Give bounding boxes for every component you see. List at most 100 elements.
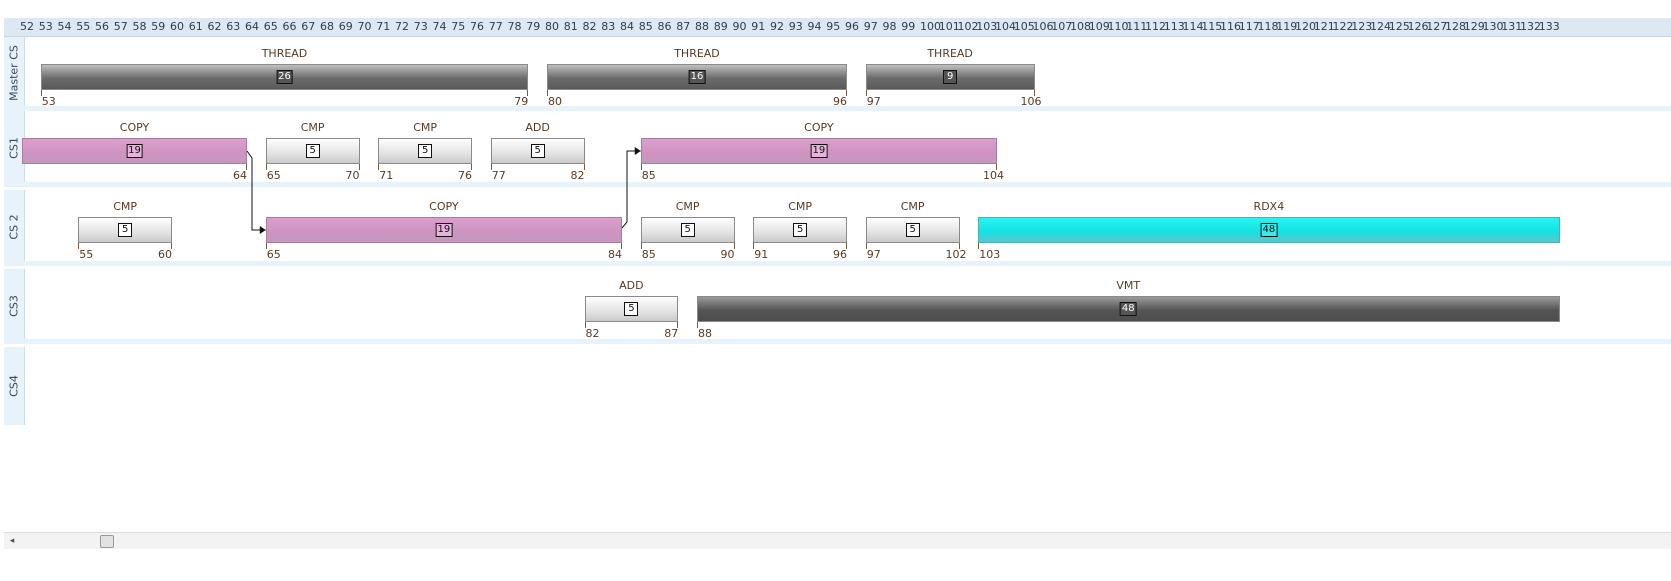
- ruler-tick: 102: [957, 20, 979, 33]
- task-bar[interactable]: 19: [22, 138, 247, 164]
- task-duration-badge: 19: [435, 223, 453, 237]
- ruler-tick: 60: [170, 20, 184, 33]
- lane-label: CS4: [4, 347, 25, 425]
- ruler-tick: 74: [432, 20, 447, 33]
- ruler-tick: 105: [1013, 20, 1035, 33]
- horizontal-scrollbar[interactable]: ◂: [4, 532, 1671, 549]
- lane-label: CS 2: [4, 190, 25, 264]
- task-bar[interactable]: 19: [640, 138, 997, 164]
- task-name: VMT: [1116, 279, 1141, 292]
- task-end: 84: [608, 248, 622, 261]
- ruler-tick: 107: [1051, 20, 1073, 33]
- ruler-tick: 120: [1295, 20, 1316, 33]
- task-bar[interactable]: 48: [978, 217, 1560, 243]
- task-start: 97: [866, 248, 881, 261]
- ruler-tick: 84: [620, 20, 634, 33]
- task-name: CMP: [900, 200, 925, 213]
- ruler-tick: 65: [263, 20, 278, 33]
- task-bar[interactable]: 5: [753, 217, 847, 243]
- ruler-tick: 82: [582, 20, 597, 33]
- task-end: 104: [983, 169, 1004, 182]
- ruler-tick: 72: [395, 20, 409, 33]
- task-end: 90: [720, 248, 735, 261]
- task-duration-badge: 19: [126, 144, 143, 158]
- ruler-tick: 101: [938, 20, 960, 33]
- task-bar[interactable]: 16: [547, 64, 847, 90]
- task-name: CMP: [113, 200, 138, 213]
- task-end: 96: [833, 248, 847, 261]
- ruler-tick: 98: [882, 20, 897, 33]
- ruler-tick: 96: [845, 20, 859, 33]
- end-tick: [527, 90, 529, 96]
- ruler-tick: 94: [807, 20, 822, 33]
- start-tick: [640, 164, 642, 170]
- task-bar[interactable]: 5: [265, 138, 360, 164]
- lane-separator: [4, 339, 1671, 344]
- ruler-tick: 81: [563, 20, 578, 33]
- scroll-left-icon[interactable]: ◂: [9, 536, 15, 546]
- task-name: COPY: [429, 200, 459, 213]
- ruler-tick: 97: [863, 20, 878, 33]
- ruler-tick: 108: [1070, 20, 1091, 33]
- scroll-thumb[interactable]: [100, 535, 114, 548]
- task-name: CMP: [413, 121, 438, 134]
- dependency-arrow-2: [621, 150, 641, 229]
- task-duration-badge: 19: [810, 144, 828, 158]
- task-bar[interactable]: 5: [865, 217, 960, 243]
- ruler-tick: 128: [1445, 20, 1466, 33]
- ruler-tick: 115: [1201, 20, 1223, 33]
- ruler-tick: 69: [338, 20, 353, 33]
- task-start: 65: [266, 169, 281, 182]
- task-start: 103: [979, 248, 1001, 261]
- task-bar[interactable]: 48: [697, 296, 1560, 322]
- task-duration-badge: 5: [305, 144, 320, 158]
- dependency-arrow-2-head: [634, 147, 641, 155]
- ruler-tick: 117: [1238, 20, 1260, 33]
- start-tick: [978, 243, 980, 249]
- ruler-tick: 66: [282, 20, 297, 33]
- task-name: RDX4: [1253, 200, 1285, 213]
- task-duration-badge: 5: [680, 223, 695, 237]
- lane-separator: [4, 182, 1671, 187]
- ruler-tick: 87: [676, 20, 691, 33]
- ruler-tick: 127: [1426, 20, 1448, 33]
- lane-label: CS3: [4, 269, 25, 342]
- task-name: THREAD: [927, 47, 973, 60]
- task-bar[interactable]: 5: [78, 217, 172, 243]
- task-bar[interactable]: 5: [584, 296, 679, 322]
- lane-cs4: CS4: [4, 347, 1671, 425]
- task-duration-badge: 48: [1119, 302, 1137, 316]
- task-bar[interactable]: 26: [40, 64, 529, 90]
- ruler-tick: 91: [751, 20, 766, 33]
- task-bar[interactable]: 19: [265, 217, 622, 243]
- ruler-tick: 131: [1501, 20, 1523, 33]
- task-end: 70: [345, 169, 360, 182]
- task-name: CMP: [788, 200, 813, 213]
- task-end: 79: [514, 95, 529, 108]
- dependency-arrow-1-head: [259, 226, 266, 234]
- end-tick: [246, 164, 247, 170]
- start-tick: [40, 90, 42, 96]
- ruler-tick: 106: [1032, 20, 1054, 33]
- start-tick: [378, 164, 380, 170]
- ruler-tick: 77: [488, 20, 503, 33]
- task-bar[interactable]: 5: [640, 217, 735, 243]
- task-start: 80: [548, 95, 562, 108]
- ruler-tick: 85: [638, 20, 653, 33]
- start-tick: [865, 243, 867, 249]
- task-name: ADD: [619, 279, 644, 292]
- task-bar[interactable]: 9: [865, 64, 1035, 90]
- task-end: 76: [458, 169, 472, 182]
- task-name: COPY: [804, 121, 834, 134]
- end-tick: [733, 243, 735, 249]
- task-bar[interactable]: 5: [490, 138, 585, 164]
- task-duration-badge: 26: [276, 70, 293, 84]
- task-duration-badge: 5: [418, 144, 433, 158]
- task-bar[interactable]: 5: [378, 138, 472, 164]
- ruler-tick: 52: [20, 20, 34, 33]
- task-start: 85: [641, 248, 656, 261]
- ruler-tick: 121: [1313, 20, 1335, 33]
- task-end: 60: [158, 248, 172, 261]
